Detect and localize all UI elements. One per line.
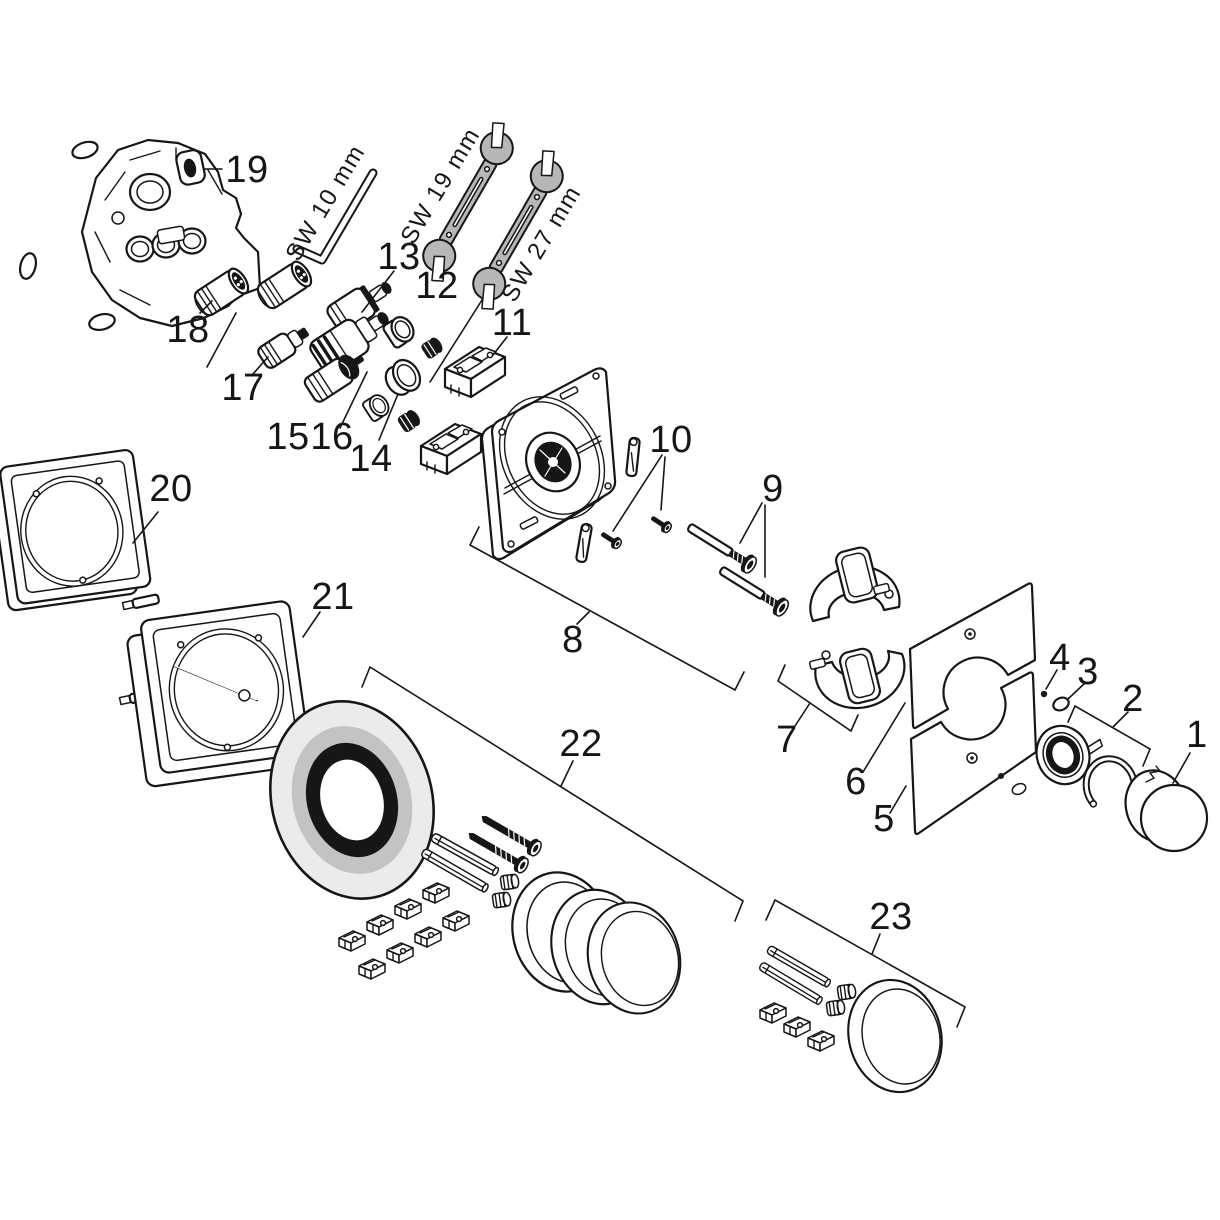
part-label-22: 22 bbox=[559, 723, 603, 765]
part-7-adapter-halves bbox=[808, 546, 906, 710]
part-14-dome-small bbox=[362, 394, 390, 422]
part-label-23: 23 bbox=[869, 896, 913, 938]
part-label-14: 14 bbox=[349, 438, 393, 480]
part-14-dome-sleeve bbox=[382, 316, 415, 349]
seal-disc bbox=[269, 700, 435, 900]
bracket-part-8 bbox=[468, 526, 745, 692]
part-label-4: 4 bbox=[1049, 637, 1071, 679]
part-label-20: 20 bbox=[149, 468, 193, 510]
part-3-oring bbox=[1052, 696, 1070, 712]
part-14-black-cap-a bbox=[421, 337, 443, 359]
part-15-16-thermostat-cartridge bbox=[309, 312, 389, 376]
part-5-panel bbox=[909, 671, 1038, 836]
part-8-retaining-clips bbox=[575, 436, 641, 564]
part-23-extension-kit bbox=[757, 944, 955, 1104]
part-4-screw-dot bbox=[1040, 690, 1048, 698]
part-2-flange-ring bbox=[1035, 724, 1104, 786]
part-label-12: 12 bbox=[415, 265, 459, 307]
part-6-panel bbox=[908, 582, 1037, 730]
part-label-18: 18 bbox=[166, 309, 210, 351]
part-21-escutcheon bbox=[118, 593, 310, 788]
part-label-10: 10 bbox=[649, 419, 693, 461]
part-label-17: 17 bbox=[221, 367, 265, 409]
part-10-screws bbox=[597, 511, 675, 552]
part-19-seal bbox=[175, 149, 206, 186]
part-14-ring-nut bbox=[384, 358, 422, 396]
part-17-cartridge bbox=[257, 327, 309, 369]
bracket-part-2 bbox=[1067, 704, 1152, 767]
part-15-16-lower-cartridge bbox=[303, 354, 364, 403]
part-8-carrier-plate bbox=[480, 367, 617, 561]
part-11-function-blocks bbox=[419, 345, 507, 476]
part-label-2: 2 bbox=[1122, 678, 1144, 720]
part-label-1: 1 bbox=[1186, 714, 1208, 756]
housing-seals bbox=[18, 140, 116, 332]
part-label-8: 8 bbox=[562, 619, 584, 661]
part-9-bolts bbox=[682, 517, 793, 620]
part-label-16: 16 bbox=[310, 416, 354, 458]
part-20-escutcheon bbox=[0, 448, 152, 612]
part-label-11: 11 bbox=[491, 302, 533, 344]
part-label-5: 5 bbox=[873, 798, 895, 840]
leader-lines bbox=[132, 168, 1191, 814]
part-1-knob bbox=[1124, 765, 1209, 853]
bracket-part-7 bbox=[777, 664, 859, 733]
part-label-3: 3 bbox=[1077, 651, 1099, 693]
part-label-6: 6 bbox=[845, 761, 867, 803]
part-label-21: 21 bbox=[311, 576, 355, 618]
part-label-7: 7 bbox=[776, 719, 798, 761]
part-label-13: 13 bbox=[377, 236, 421, 278]
bracket-part-23 bbox=[765, 898, 967, 1028]
bracket-part-22 bbox=[361, 665, 744, 922]
part-label-19: 19 bbox=[225, 149, 269, 191]
part-label-15: 15 bbox=[266, 416, 310, 458]
part-14-black-cap-b bbox=[397, 410, 420, 433]
allen-key bbox=[292, 168, 378, 265]
part-13-shutoff-cartridge bbox=[326, 281, 392, 335]
part-label-9: 9 bbox=[762, 468, 784, 510]
